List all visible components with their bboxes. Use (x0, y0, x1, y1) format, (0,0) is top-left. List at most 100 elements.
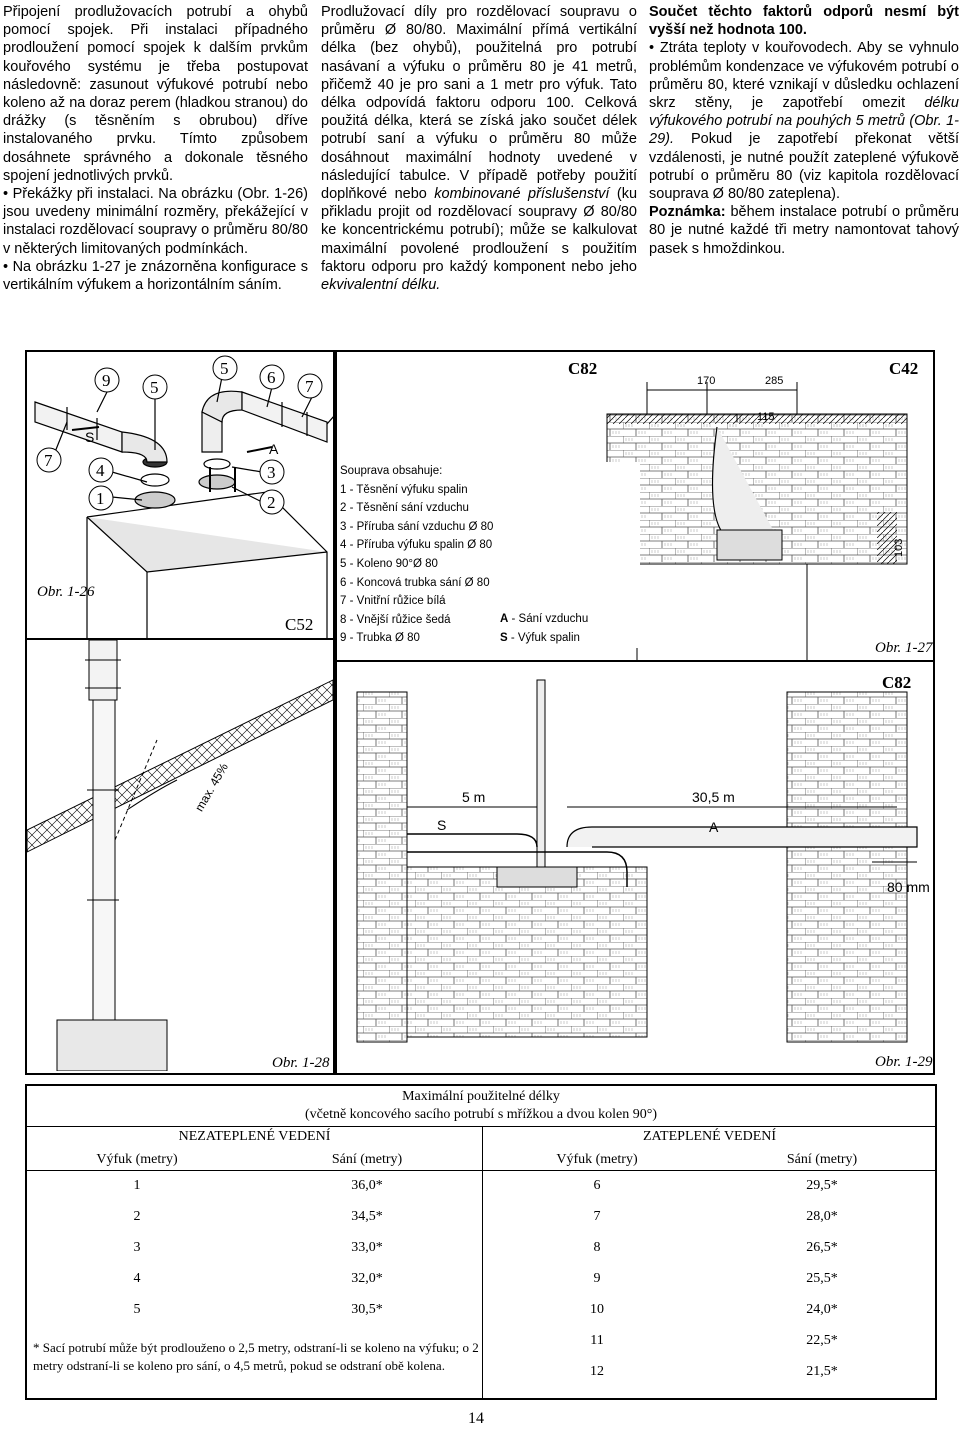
table-cell-exhaust: 8 (593, 1240, 601, 1255)
dim-30-5m: 30,5 m (692, 789, 735, 805)
table-footnote: * Sací potrubí může být prodlouženo o 2,… (33, 1340, 479, 1373)
figure-label-1-27: Obr. 1-27 (875, 640, 933, 656)
table-cell-intake: 32,0* (351, 1271, 383, 1286)
paragraph-obstacles: • Překážky při instalaci. Na obrázku (Ob… (3, 186, 308, 257)
table-cell-intake: 30,5* (351, 1302, 383, 1317)
paragraph-resistance-sum: Součet těchto faktorů odporů nesmí být v… (649, 4, 959, 39)
table-cell-exhaust: 4 (133, 1271, 141, 1286)
figure-1-27-drawing: 170 285 115 128 103 C82 C42 Obr. 1-27 (568, 359, 933, 660)
text-run: • Ztráta teploty v kouřovodech. Aby se v… (649, 40, 959, 112)
dim-285: 285 (765, 375, 783, 387)
table-cell-exhaust: 2 (133, 1209, 141, 1224)
table-cell-exhaust: 5 (133, 1302, 141, 1317)
dim-80mm: 80 mm (887, 879, 930, 895)
text-run-italic: kombinované příslušenství (434, 186, 610, 203)
table-cell-exhaust: 11 (590, 1333, 604, 1348)
callout-9: 9 (102, 371, 111, 390)
table-cell-exhaust: 3 (133, 1240, 141, 1255)
callout-4: 4 (96, 461, 105, 480)
figure-label-1-26: Obr. 1-26 (37, 584, 95, 600)
legend-key-S: S (500, 631, 508, 644)
legend-item-5: 5 - Koleno 90°Ø 80 (340, 557, 438, 570)
table-cell-exhaust: 9 (593, 1271, 601, 1286)
column-right: Součet těchto faktorů odporů nesmí být v… (649, 3, 959, 258)
table-title: Maximální použitelné délky (402, 1089, 560, 1104)
column-middle: Prodlužovací díly pro rozdělovací soupra… (321, 3, 637, 294)
model-label-C42: C42 (889, 359, 918, 378)
legend-item-4: 4 - Příruba výfuku spalin Ø 80 (340, 539, 493, 552)
section-insulated: ZATEPLENÉ VEDENÍ (642, 1129, 777, 1144)
callout-7-left: 7 (44, 451, 53, 470)
legend-title: Souprava obsahuje: (340, 465, 443, 477)
dim-170: 170 (697, 375, 715, 387)
figure-1-28-drawing: max. 45% Obr. 1-28 (27, 640, 333, 1071)
max-lengths-table: Maximální použitelné délky (včetně konco… (25, 1084, 937, 1400)
model-label-C52: C52 (285, 615, 313, 634)
note-label: Poznámka: (649, 204, 726, 221)
table-cell-intake: 33,0* (351, 1240, 383, 1255)
col-header-intake-right: Sání (metry) (786, 1152, 858, 1167)
paragraph-connection: Připojení prodlužovacích potrubí a ohybů… (3, 4, 308, 184)
dim-103: 103 (893, 539, 905, 557)
text-run: Prodlužovací díly pro rozdělovací soupra… (321, 4, 637, 203)
callout-6: 6 (267, 368, 276, 387)
label-S: S (85, 429, 94, 445)
text-run-italic: délku výfukového potrubí na pouhých 5 me… (649, 95, 959, 148)
table-cell-exhaust: 6 (593, 1178, 601, 1193)
dim-5m: 5 m (462, 789, 485, 805)
label-A: A (269, 441, 279, 457)
callout-1: 1 (96, 489, 105, 508)
paragraph-extensions: Prodlužovací díly pro rozdělovací soupra… (321, 3, 637, 294)
table-cell-intake: 29,5* (806, 1178, 838, 1193)
label-A-1-29: A (709, 819, 719, 835)
table-cell-intake: 34,5* (351, 1209, 383, 1224)
figure-1-26: 9 5 5 6 7 7 4 1 3 2 S A Obr. 1-26 C52 (25, 350, 335, 640)
table-cell-intake: 25,5* (806, 1271, 838, 1286)
label-S-1-29: S (437, 817, 446, 833)
table-cell-exhaust: 7 (593, 1209, 601, 1224)
callout-7-top: 7 (305, 377, 314, 396)
legend-item-9: 9 - Trubka Ø 80 (340, 632, 420, 645)
legend-item-2: 2 - Těsnění sání vzduchu (340, 502, 469, 515)
table-cell-intake: 24,0* (806, 1302, 838, 1317)
table-cell-intake: 28,0* (806, 1209, 838, 1224)
table-cell-exhaust: 1 (133, 1178, 141, 1193)
legend-key-A: A (500, 613, 509, 625)
legend-item-8: 8 - Vnější růžice šedá (340, 613, 451, 626)
section-uninsulated: NEZATEPLENÉ VEDENÍ (178, 1129, 331, 1144)
legend-text-S: - Výfuk spalin (507, 631, 580, 644)
legend-air-intake: A - Sání vzduchu (500, 610, 588, 629)
model-label-C82: C82 (568, 359, 597, 378)
table-cell-exhaust: 10 (590, 1302, 604, 1317)
figure-1-29: 5 m 30,5 m 80 mm S A C82 Obr. 1-29 (335, 662, 935, 1075)
callout-2: 2 (267, 493, 276, 512)
figure-1-26-drawing: 9 5 5 6 7 7 4 1 3 2 S A Obr. 1-26 C52 (34, 355, 333, 638)
column-left: Připojení prodlužovacích potrubí a ohybů… (3, 3, 308, 294)
paragraph-temperature-loss: • Ztráta teploty v kouřovodech. Aby se v… (649, 39, 959, 203)
legend-air-exhaust: A - Sání vzduchu S - Výfuk spalin (500, 610, 588, 647)
model-label-C82-1-29: C82 (882, 673, 911, 692)
col-header-exhaust-left: Výfuk (metry) (96, 1152, 178, 1167)
paragraph-note: Poznámka: během instalace potrubí o prům… (649, 203, 959, 258)
col-header-exhaust-right: Výfuk (metry) (556, 1152, 638, 1167)
callout-3: 3 (267, 463, 276, 482)
text-run-italic: ekvivalentní délku. (321, 277, 441, 294)
figure-1-29-drawing: 5 m 30,5 m 80 mm S A C82 Obr. 1-29 (356, 673, 933, 1070)
page-number: 14 (468, 1410, 484, 1427)
legend-text-A: - Sání vzduchu (508, 613, 589, 625)
note-text: během instalace potrubí o průměru 80 je … (649, 204, 959, 257)
text-run: Pokud je zapotřebí překonat větší vzdále… (649, 131, 959, 203)
legend-item-1: 1 - Těsnění výfuku spalin (340, 483, 468, 496)
figure-1-28: max. 45% Obr. 1-28 (25, 640, 335, 1075)
col-header-intake-left: Sání (metry) (331, 1152, 403, 1167)
table-cell-intake: 36,0* (351, 1178, 383, 1193)
callout-5b: 5 (220, 359, 229, 378)
table-subtitle: (včetně koncového sacího potrubí s mřížk… (304, 1107, 657, 1122)
paragraph-configuration: • Na obrázku 1-27 je znázorněna konfigur… (3, 258, 308, 294)
figure-label-1-29: Obr. 1-29 (875, 1054, 933, 1070)
callout-5a: 5 (150, 378, 159, 397)
legend-item-6: 6 - Koncová trubka sání Ø 80 (340, 576, 490, 589)
table-cell-intake: 21,5* (806, 1364, 838, 1379)
dim-115: 115 (757, 411, 775, 423)
figure-label-1-28: Obr. 1-28 (272, 1055, 330, 1071)
